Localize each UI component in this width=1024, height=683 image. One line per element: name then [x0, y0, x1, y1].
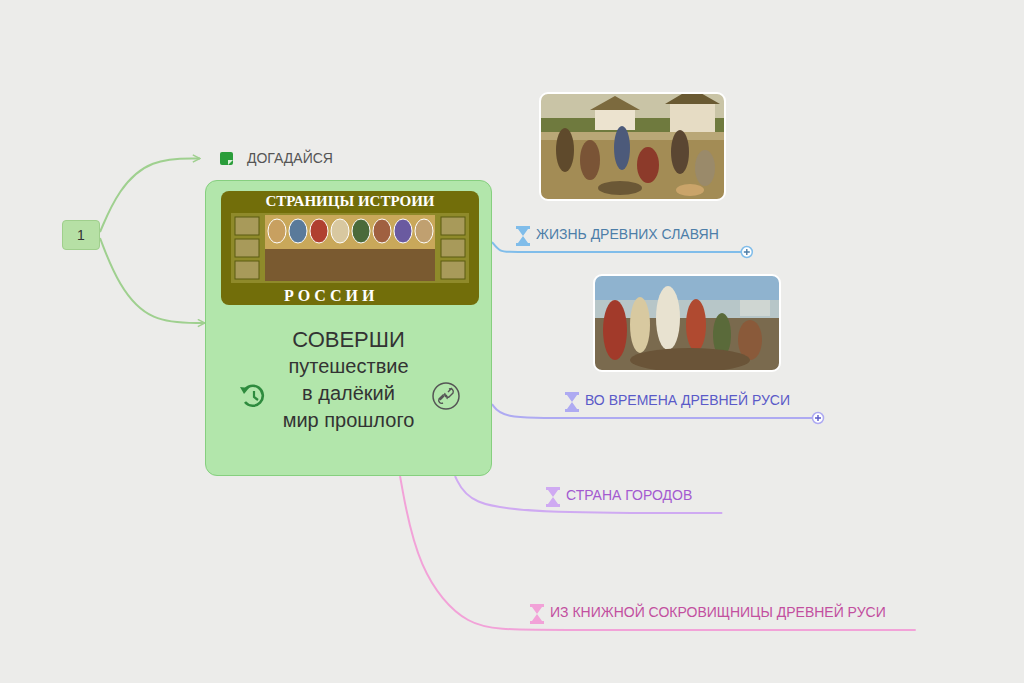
node-decoration [200, 146, 230, 171]
node-text: ЖИЗНЬ ДРЕВНИХ СЛАВЯН [536, 226, 719, 243]
text-group: ДОГАДАЙСЯ [247, 150, 333, 167]
connector [100, 238, 205, 323]
node-subtext: РОССИИ [280, 286, 420, 305]
picture-frame [540, 93, 725, 200]
branch-topic: ВО ВРЕМЕНА ДРЕВНЕЙ РУСИ [559, 388, 820, 418]
node-text: СТРАНА ГОРОДОВ [566, 487, 692, 504]
text-group: СТРАНА ГОРОДОВ [566, 487, 692, 504]
branch-topic: СТРАНА ГОРОДОВ [540, 483, 722, 513]
banner-tile [235, 261, 259, 279]
banner-tile [441, 217, 465, 235]
link-icon [433, 383, 459, 409]
node-text: ВО ВРЕМЕНА ДРЕВНЕЙ РУСИ [585, 392, 790, 409]
central-topic: СОВЕРШИпутешествие в далёкий мир прошлог… [205, 180, 492, 476]
node-decoration [540, 483, 564, 513]
expand-button [813, 413, 824, 424]
rus-picture [594, 275, 780, 371]
portrait [289, 219, 307, 243]
hourglass-icon [530, 604, 544, 624]
connector [492, 242, 749, 252]
text-group: ВО ВРЕМЕНА ДРЕВНЕЙ РУСИ [585, 392, 790, 409]
branch-topic: ЖИЗНЬ ДРЕВНИХ СЛАВЯН [510, 222, 749, 252]
banner-picture [231, 213, 469, 283]
portrait [310, 219, 328, 243]
note-icon [220, 152, 233, 165]
node-text: СОВЕРШИ [206, 327, 491, 353]
branch-topic: ИЗ КНИЖНОЙ СОКРОВИЩНИЦЫ ДРЕВНЕЙ РУСИ [524, 600, 916, 630]
text-group: СТРАНИЦЫ ИСТРОИИ РОССИИ [221, 191, 479, 305]
title-banner: СТРАНИЦЫ ИСТРОИИ РОССИИ [221, 191, 479, 305]
portrait [373, 219, 391, 243]
text-group: 1 [63, 221, 99, 249]
connector [400, 476, 916, 630]
banner-scene [265, 249, 435, 281]
text-group: СОВЕРШИпутешествие в далёкий мир прошлог… [206, 327, 491, 434]
portrait [331, 219, 349, 243]
text-group: ЖИЗНЬ ДРЕВНИХ СЛАВЯН [536, 226, 719, 243]
picture-frame [594, 275, 780, 371]
connector [455, 476, 722, 513]
expand-button [741, 247, 752, 258]
banner-tile [441, 261, 465, 279]
text-group: ИЗ КНИЖНОЙ СОКРОВИЩНИЦЫ ДРЕВНЕЙ РУСИ [550, 604, 886, 621]
node-decoration [559, 388, 583, 418]
history-icon [240, 386, 263, 406]
task-topic: ДОГАДАЙСЯ [200, 146, 339, 171]
banner-tile [441, 239, 465, 257]
callout-number: 1 [62, 220, 100, 250]
portrait [415, 219, 433, 243]
portrait [352, 219, 370, 243]
node-subtext: путешествие в далёкий мир прошлого [283, 353, 415, 434]
banner-scene [265, 215, 435, 281]
node-text: СТРАНИЦЫ ИСТРОИИ [263, 192, 438, 210]
node-text: ИЗ КНИЖНОЙ СОКРОВИЩНИЦЫ ДРЕВНЕЙ РУСИ [550, 604, 886, 621]
hourglass-icon [546, 487, 560, 507]
hourglass-icon [516, 226, 530, 246]
node-decoration [524, 600, 548, 630]
portrait [268, 219, 286, 243]
banner-tile [235, 239, 259, 257]
connector [100, 159, 200, 233]
node-text: 1 [63, 221, 99, 249]
portrait [394, 219, 412, 243]
node-text: ДОГАДАЙСЯ [247, 150, 333, 167]
banner-tile [235, 217, 259, 235]
slavs-picture [540, 93, 725, 200]
hourglass-icon [565, 392, 579, 412]
node-decoration [510, 222, 534, 252]
